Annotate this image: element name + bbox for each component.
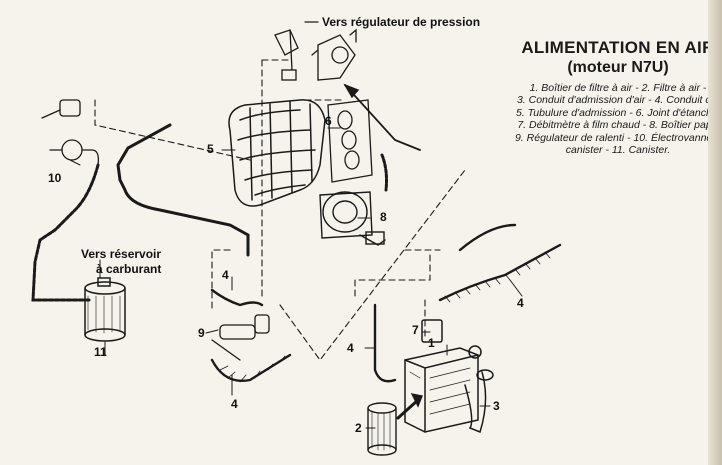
intake-hoses <box>210 223 562 383</box>
callout-pressure-regulator: Vers régulateur de pression <box>322 15 481 29</box>
vapour-line <box>31 123 250 302</box>
label-3: 3 <box>493 399 500 413</box>
label-4-center: 4 <box>347 341 354 355</box>
callout-tank-line-2: à carburant <box>96 262 162 276</box>
pressure-regulator-bracket <box>274 28 357 81</box>
label-10: 10 <box>48 171 62 185</box>
idle-regulator <box>211 314 270 361</box>
label-9: 9 <box>198 326 205 340</box>
label-5: 5 <box>207 142 214 156</box>
diagram-subtitle: (moteur N7U) <box>567 59 669 76</box>
air-inlet-duct <box>464 369 494 433</box>
label-8: 8 <box>380 210 387 224</box>
canister-solenoid-valve <box>41 99 100 166</box>
label-7: 7 <box>412 323 419 337</box>
legend-line: 1. Boîtier de filtre à air - 2. Filtre à… <box>529 82 707 94</box>
intake-manifold <box>228 99 326 207</box>
label-6: 6 <box>325 114 332 128</box>
label-4-left: 4 <box>222 268 229 282</box>
label-11: 11 <box>94 345 107 359</box>
callout-tank-line-1: Vers réservoir <box>81 247 162 261</box>
label-2: 2 <box>355 421 362 435</box>
title-block: ALIMENTATION EN AIR (moteur N7U) <box>498 38 722 77</box>
diagram-title: ALIMENTATION EN AIR <box>521 38 715 57</box>
legend-line: 9. Régulateur de ralenti - 10. Électrova… <box>514 131 722 144</box>
dashed-assembly-lines <box>94 59 466 361</box>
hose-corrugation <box>219 251 551 383</box>
canister <box>84 277 126 342</box>
leader-lines <box>69 127 523 429</box>
parts-legend: 1. Boîtier de filtre à air - 2. Filtre à… <box>498 82 722 156</box>
label-4-bottom: 4 <box>231 397 238 411</box>
legend-line: canister - 11. Canister. <box>565 144 671 157</box>
air-filter-box <box>404 319 482 433</box>
gasket <box>327 99 373 183</box>
legend-line: 3. Conduit d'admission d'air - 4. Condui… <box>516 94 720 107</box>
throttle-body <box>319 191 386 246</box>
book-page-edge <box>708 0 722 465</box>
legend-line: 5. Tubulure d'admission - 6. Joint d'éta… <box>515 106 720 119</box>
label-1: 1 <box>428 336 435 350</box>
label-4-right: 4 <box>517 296 524 310</box>
legend-line: 7. Débitmètre à film chaud - 8. Boîtier … <box>517 119 719 132</box>
air-filter-cartridge <box>367 402 397 456</box>
